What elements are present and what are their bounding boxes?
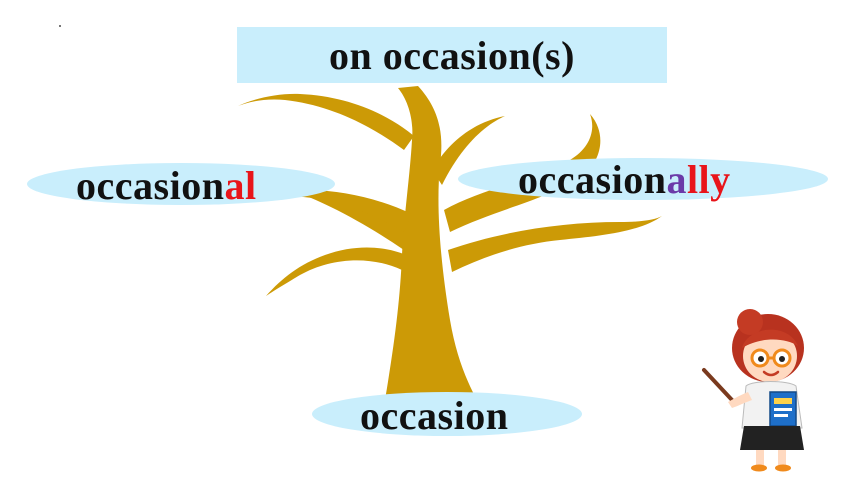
left-oval xyxy=(27,163,335,205)
title-text: on occasion(s) xyxy=(329,32,575,78)
speck-mark xyxy=(59,25,61,27)
word-occasionally-suffix-lly: lly xyxy=(686,157,731,202)
teacher-illustration xyxy=(702,309,804,472)
word-occasionally-stem: occasion xyxy=(518,157,667,202)
title-box: on occasion(s) xyxy=(237,27,667,83)
bottom-oval xyxy=(312,392,582,436)
word-occasional-stem: occasion xyxy=(76,163,225,208)
word-occasional-suffix: al xyxy=(224,163,257,208)
word-occasional: occasional xyxy=(76,162,257,209)
right-oval xyxy=(458,158,828,200)
word-occasion: occasion xyxy=(360,393,509,438)
word-occasionally: occasionally xyxy=(518,156,731,203)
word-occasionally-suffix-a: a xyxy=(666,157,687,202)
